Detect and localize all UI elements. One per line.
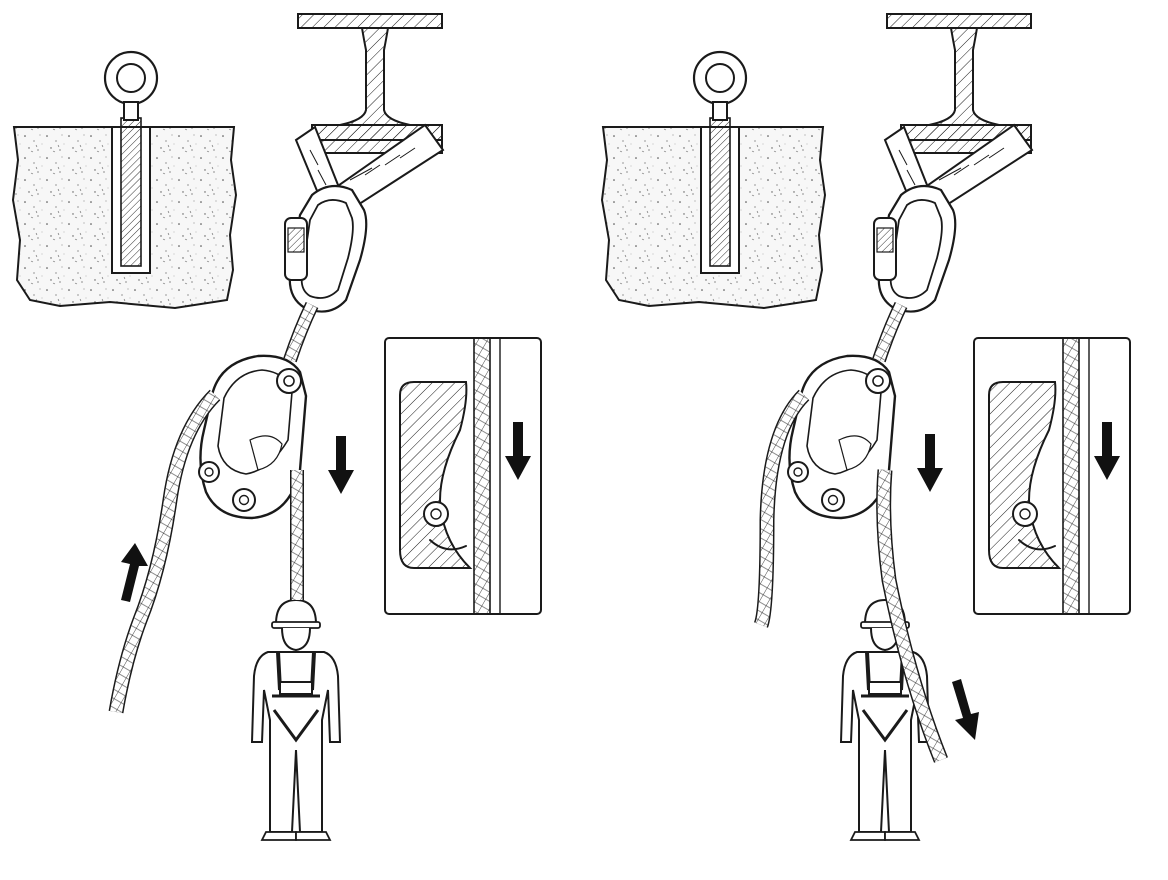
rope-up-arrow [121,543,148,602]
rope-down-arrow [952,679,979,740]
panel-right [600,12,1132,842]
load-down-arrow-right [917,434,943,492]
panel-left [11,12,543,842]
load-down-arrow [328,436,354,494]
inset-down-arrow [505,422,531,480]
inset-down-arrow-right [1094,422,1120,480]
